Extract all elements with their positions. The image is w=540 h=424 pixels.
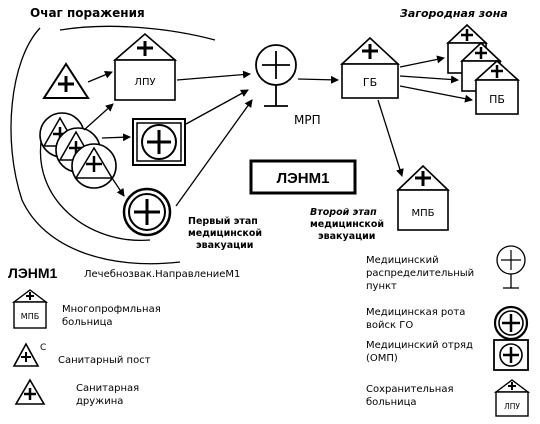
legend-sanitary-post-label: Санитарный пост — [58, 355, 151, 366]
focus-zone-title: Очаг поражения — [30, 6, 145, 20]
mrp-icon — [255, 44, 297, 107]
legend-mrp-line-1: Медицинский — [366, 255, 439, 266]
lpu-house-icon — [112, 32, 178, 101]
legend-rota-line-1: Медицинская рота — [366, 307, 465, 318]
mrp-label: МРП — [294, 113, 321, 127]
legend-mpb-line-2: больница — [62, 317, 113, 328]
gb-label: ГБ — [363, 76, 377, 89]
legend-medical-company-icon — [493, 305, 529, 341]
legend-squad-line-1: Санитарная — [76, 383, 139, 394]
legend-rota-line-2: войск ГО — [366, 320, 413, 331]
legend-store-line-1: Сохранительная — [366, 384, 453, 395]
center-plate-label: ЛЭНМ1 — [277, 170, 330, 187]
legend-mrp-icon — [496, 245, 526, 289]
legend-mrp-line-3: пункт — [366, 281, 397, 292]
legend-omp-icon — [493, 339, 529, 371]
mpb-label: МПБ — [411, 208, 434, 219]
suburban-zone-title: Загородная зона — [400, 7, 508, 20]
mpb-house-icon — [396, 164, 450, 231]
lpu-label: ЛПУ — [134, 77, 155, 88]
second-stage-line-2: медицинской — [310, 219, 384, 230]
legend-squad-line-2: дружина — [76, 396, 123, 407]
legend-sanitary-post-mark: С — [40, 343, 46, 353]
first-stage-line-3: эвакуации — [196, 240, 253, 251]
sanitary-squad-icon-1 — [42, 62, 90, 99]
center-plate — [249, 159, 357, 195]
medical-company-icon — [122, 187, 172, 237]
legend-mpb-icon-label: МПБ — [21, 312, 39, 321]
legend-mpb-line-1: Многопрофмльная — [62, 304, 161, 315]
flow-arrows — [83, 55, 473, 207]
sanitary-squad-cluster — [39, 112, 117, 189]
legend-mrp-line-2: распределительный — [366, 268, 474, 279]
first-stage-line-1: Первый этап — [188, 216, 258, 227]
legend-lpu-icon — [493, 379, 531, 417]
legend-sanitary-post-icon — [12, 342, 40, 367]
gb-house-icon — [339, 36, 401, 99]
focus-zone-outline — [10, 27, 181, 265]
legend-omp-line-2: (ОМП) — [366, 353, 398, 364]
pb-label: ПБ — [489, 93, 505, 106]
legend-sanitary-squad-icon — [14, 378, 46, 405]
second-stage-line-3: эвакуации — [318, 231, 375, 242]
legend-title-desc: Лечебнозвак.НаправлениеМ1 — [84, 269, 240, 280]
legend-title-code: ЛЭНМ1 — [8, 265, 58, 281]
second-stage-line-1: Второй этап — [310, 207, 377, 218]
legend-lpu-icon-label: ЛПУ — [504, 402, 520, 411]
pb-house-icon-3 — [473, 59, 521, 115]
first-stage-line-2: медицинской — [188, 228, 262, 239]
squad-loop — [39, 134, 151, 241]
legend-store-line-2: больница — [366, 397, 417, 408]
focus-zone-outline-top — [59, 25, 216, 41]
legend-mpb-icon — [11, 289, 49, 329]
medical-squad-omp-icon — [132, 118, 186, 166]
legend-omp-line-1: Медицинский отряд — [366, 340, 473, 351]
